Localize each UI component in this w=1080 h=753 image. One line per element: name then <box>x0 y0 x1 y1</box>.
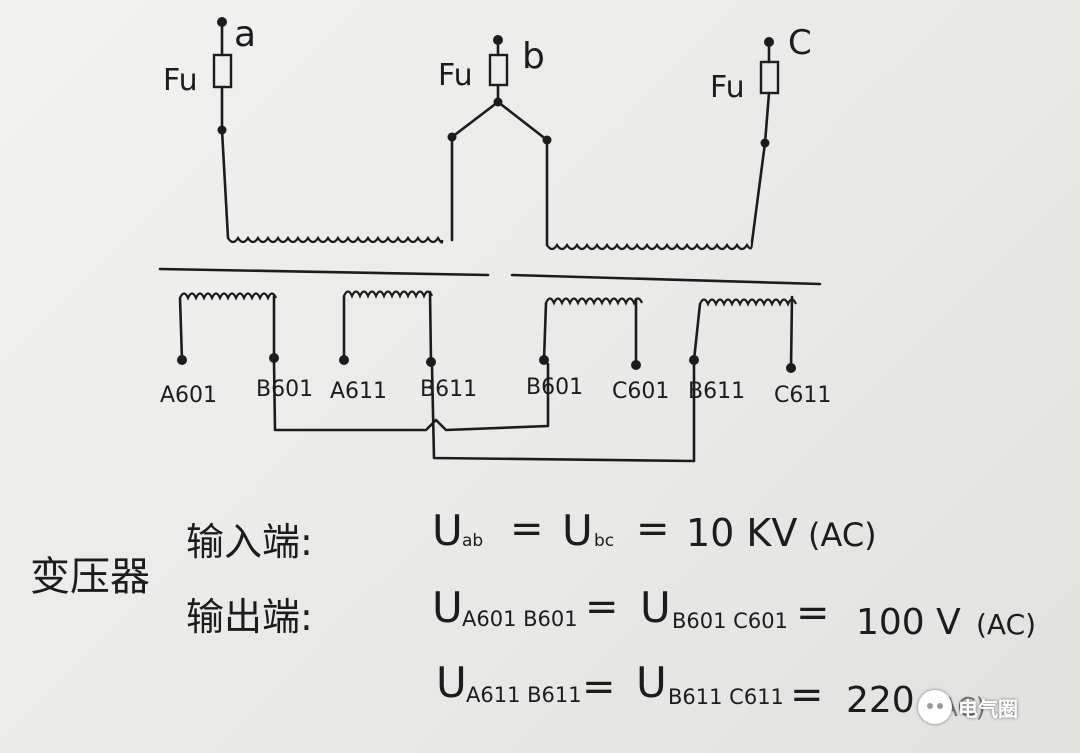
out1-u2: U <box>640 583 671 632</box>
terminal-label-B611-2: B611 <box>688 379 745 404</box>
terminal-label-A611: A611 <box>330 379 387 404</box>
input-equation: U ab = U bc = 10 KV (AC) <box>432 506 877 555</box>
watermark: 电气圈 <box>918 688 1018 726</box>
watermark-text: 电气圈 <box>958 696 1018 721</box>
out2-u1-sub: A611 B611 <box>466 683 582 707</box>
terminal-label-c: C <box>788 23 812 63</box>
input-u1: U <box>432 506 463 555</box>
out2-u2: U <box>636 658 667 707</box>
input-value: 10 KV <box>686 511 797 555</box>
input-label: 输入端: <box>186 520 313 564</box>
fuse-b <box>488 53 509 87</box>
terminal-label-C601: C601 <box>612 379 669 404</box>
out2-eq1: = <box>582 664 616 710</box>
input-eq2: = <box>636 506 670 552</box>
terminal-label-B601-2: B601 <box>526 375 583 400</box>
out1-type: (AC) <box>976 608 1036 641</box>
primary-circuit <box>212 17 780 247</box>
terminal-label-C611: C611 <box>774 383 831 408</box>
output-label: 输出端: <box>186 595 313 639</box>
input-u2: U <box>562 506 593 555</box>
fuse-label-b: Fu <box>438 58 473 93</box>
core-line-left <box>158 267 490 277</box>
out1-value: 100 V <box>856 602 961 643</box>
device-label: 变压器 <box>30 554 150 600</box>
secondary-winding-2 <box>342 290 434 364</box>
terminal-label-b: b <box>522 36 545 77</box>
fuse-c <box>759 60 780 95</box>
out2-eq2: = <box>790 672 824 718</box>
secondary-winding-1 <box>178 292 278 362</box>
secondary-winding-3 <box>542 297 644 367</box>
out1-eq2: = <box>796 590 830 636</box>
out2-u1: U <box>436 658 467 707</box>
primary-winding-ab <box>227 235 444 244</box>
output-equation-1: U A601 B601 = U B601 C601 = 100 V (AC) <box>432 583 1036 643</box>
input-u2-sub: bc <box>594 531 614 551</box>
secondary-winding-4 <box>692 295 798 370</box>
primary-winding-bc <box>546 241 754 251</box>
terminal-label-B611: B611 <box>420 377 477 402</box>
input-type: (AC) <box>808 516 877 554</box>
output-equation-2: U A611 B611 = U B611 C611 = 220 (AC) <box>436 658 986 723</box>
core-line-right <box>510 273 822 286</box>
terminal-label-a: a <box>234 14 256 55</box>
out1-u1: U <box>432 583 463 632</box>
fuse-a <box>212 53 233 89</box>
wechat-icon <box>918 690 952 724</box>
terminal-label-A601: A601 <box>160 383 217 408</box>
out1-u2-sub: B601 C601 <box>672 609 788 633</box>
input-u1-sub: ab <box>462 531 483 551</box>
out2-u2-sub: B611 C611 <box>668 685 784 709</box>
fuse-label-a: Fu <box>163 63 198 98</box>
jumper-wiring <box>272 360 696 463</box>
fuse-label-c: Fu <box>710 70 745 105</box>
out2-value: 220 <box>846 680 915 721</box>
out1-eq1: = <box>585 584 619 630</box>
terminal-label-B601: B601 <box>256 377 313 402</box>
input-eq1: = <box>510 506 544 552</box>
out1-u1-sub: A601 B601 <box>462 607 578 631</box>
secondary-terminal-dots <box>177 353 796 373</box>
